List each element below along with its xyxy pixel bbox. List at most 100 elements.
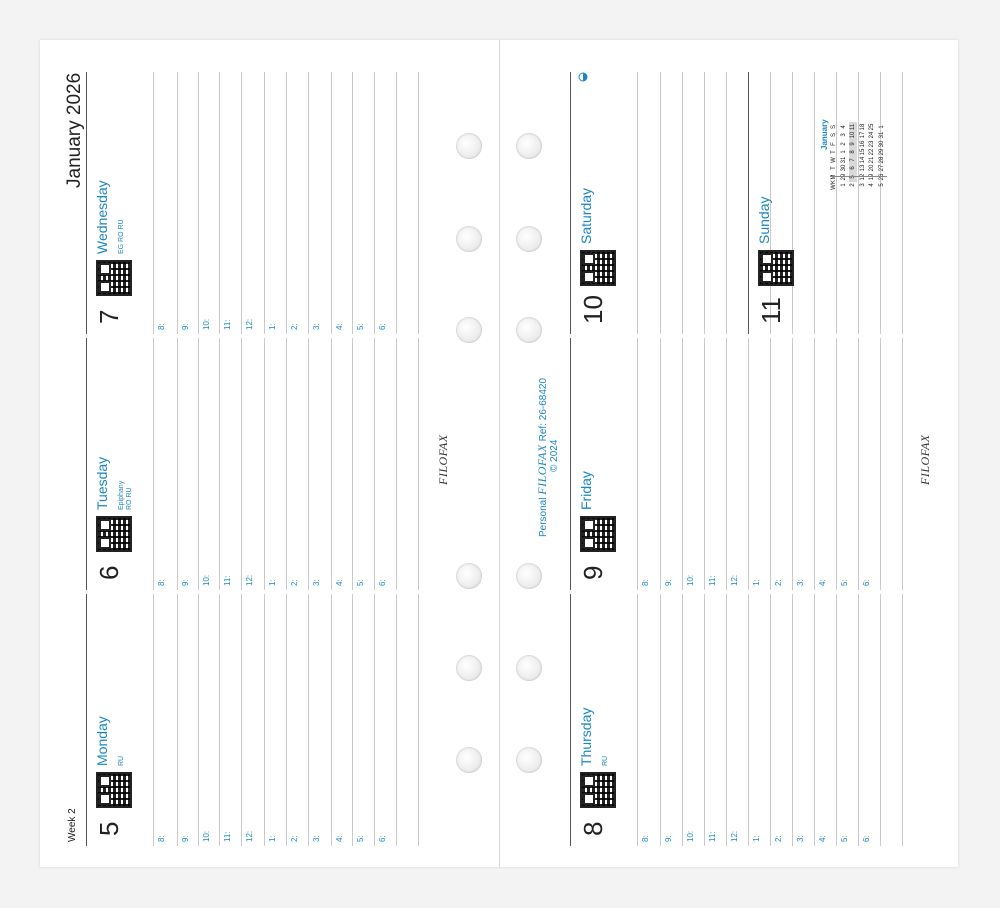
hour-label: 12: [245,318,254,330]
qr-code-icon[interactable] [96,772,132,808]
writing-line [726,338,727,590]
hour-label: 2: [774,835,783,842]
day-name: Tuesday [94,456,110,510]
day-name: Thursday [578,707,594,766]
writing-line [704,594,705,846]
binder-hole [516,133,542,159]
hour-label: 2: [774,579,783,586]
writing-line [902,338,903,590]
holiday-label: EG RO RU [118,219,125,254]
hour-label: 5: [840,579,849,586]
hour-label: 5: [356,323,365,330]
binder-hole [456,655,482,681]
qr-code-icon[interactable] [580,516,616,552]
writing-line [198,72,199,334]
writing-line [177,594,178,846]
writing-line [286,594,287,846]
copyright-label: © 2024 [549,439,560,472]
writing-line [331,594,332,846]
hour-label: 3: [312,579,321,586]
writing-line [770,72,771,334]
day-number: 5 [94,821,124,836]
writing-line [637,338,638,590]
writing-line [792,594,793,846]
qr-code-icon[interactable] [580,250,616,286]
writing-line [704,338,705,590]
qr-code-icon[interactable] [96,260,132,296]
writing-line [682,594,683,846]
hour-label: 6: [378,835,387,842]
hour-label: 4: [818,579,827,586]
qr-code-icon[interactable] [758,250,794,286]
mini-calendar-cell: 18 [859,123,866,131]
mini-calendar-header: S [831,124,837,129]
hour-label: 1: [268,323,277,330]
binder-hole [456,563,482,589]
hour-label: 10: [202,318,211,330]
mini-calendar-cell: 25 [869,123,875,131]
day-separator-rule [86,72,87,334]
holiday-label: RU [602,755,609,766]
writing-line [352,72,353,334]
binder-hole [516,226,542,252]
hour-label: 3: [796,835,805,842]
writing-line [219,72,220,334]
hour-label: 9: [664,579,673,586]
day-number: 7 [94,309,124,324]
hour-label: 1: [268,579,277,586]
hour-label: 1: [268,835,277,842]
writing-line [660,72,661,334]
writing-line [308,72,309,334]
writing-line [637,72,638,334]
hour-label: 9: [181,579,190,586]
writing-line [241,594,242,846]
hour-label: 3: [312,323,321,330]
writing-line [814,338,815,590]
day-name: Sunday [756,196,772,244]
hour-label: 12: [730,574,739,586]
writing-line [286,72,287,334]
hour-label: 11: [223,575,232,586]
writing-line [241,338,242,590]
binder-hole [516,655,542,681]
hour-label: 2: [290,579,299,586]
hour-label: 2: [290,835,299,842]
writing-line [770,338,771,590]
filofax-logo-left: FILOFAX [436,434,450,485]
day-number: 11 [756,297,786,324]
mini-calendar-header: F [831,141,837,146]
hour-label: 5: [356,835,365,842]
writing-line [198,594,199,846]
hour-label: 9: [181,323,190,330]
filofax-logo: FILOFAX [535,444,549,495]
writing-line [331,72,332,334]
qr-code-icon[interactable] [580,772,616,808]
binder-hole [516,747,542,773]
writing-line [418,338,419,590]
writing-line [880,338,881,590]
hour-label: 1: [752,835,761,842]
qr-code-icon[interactable] [96,516,132,552]
week-label: Week 2 [67,808,78,842]
day-separator-rule [748,72,749,334]
hour-label: 4: [335,323,344,330]
writing-line [286,338,287,590]
writing-line [748,594,749,846]
writing-line [726,72,727,334]
hour-label: 12: [245,830,254,842]
binder-hole [456,133,482,159]
writing-line [836,72,837,334]
writing-line [704,72,705,334]
branding-block: Personal FILOFAX Ref: 26-68420 [535,378,550,537]
writing-line [660,338,661,590]
hour-label: 5: [356,579,365,586]
writing-line [264,594,265,846]
mini-calendar-title: January [820,119,829,150]
day-separator-rule [570,594,571,846]
writing-line [198,338,199,590]
writing-line [264,338,265,590]
writing-line [792,338,793,590]
hour-label: 6: [862,579,871,586]
binder-hole [516,317,542,343]
mini-calendar-cell: 2 [840,141,847,146]
